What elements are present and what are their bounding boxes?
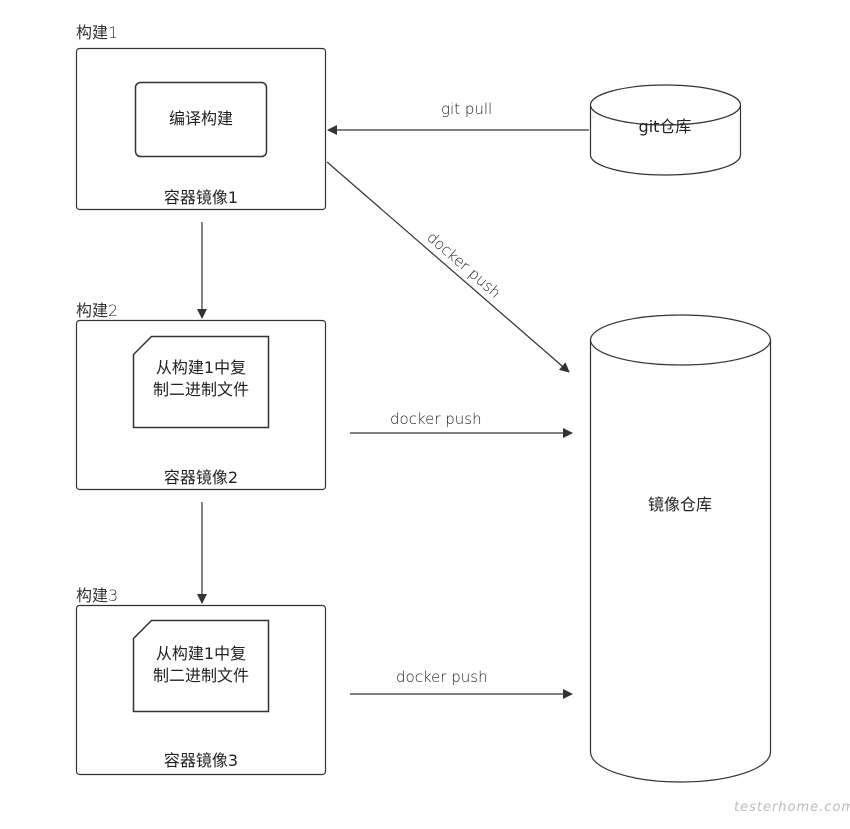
file-shape-2 <box>132 335 270 429</box>
compile-build-label: 编译构建 <box>168 109 233 128</box>
edge-label-docker-push-2: docker push <box>390 410 482 428</box>
watermark: testerhome.com <box>734 800 850 815</box>
group-label-build-2: 构建2 <box>76 301 119 320</box>
image-repo-cylinder <box>589 314 772 783</box>
git-repo-cylinder <box>589 84 742 176</box>
copy-binary-line2-3: 制二进制文件 <box>152 666 249 685</box>
container-caption-1: 容器镜像1 <box>163 188 239 207</box>
copy-binary-line1-3: 从构建1中复 <box>155 644 247 663</box>
container-caption-2: 容器镜像2 <box>163 468 239 487</box>
compile-build-box <box>134 81 268 158</box>
edge-label-git-pull: git pull <box>441 100 493 118</box>
group-label-build-1: 构建1 <box>76 23 119 42</box>
copy-binary-label-2: 从构建1中复 制二进制文件 <box>133 357 269 401</box>
image-repo-label: 镜像仓库 <box>647 495 712 514</box>
git-repo-label: git仓库 <box>638 117 692 136</box>
copy-binary-label-3: 从构建1中复 制二进制文件 <box>133 643 269 687</box>
group-label-build-3: 构建3 <box>76 586 119 605</box>
edge-label-docker-push-3: docker push <box>396 668 488 686</box>
copy-binary-line2-2: 制二进制文件 <box>152 380 249 399</box>
copy-binary-line1-2: 从构建1中复 <box>155 358 247 377</box>
file-shape-3 <box>132 619 270 713</box>
arrow-docker-push-1 <box>326 161 570 373</box>
container-caption-3: 容器镜像3 <box>163 751 239 770</box>
